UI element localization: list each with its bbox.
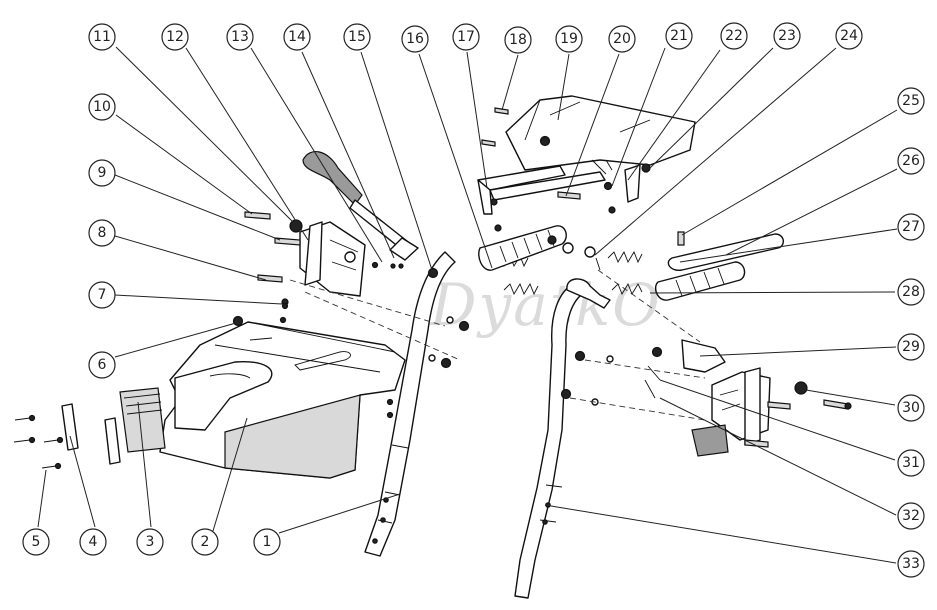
callout-21-label: 21 xyxy=(670,28,688,44)
part-grips xyxy=(478,225,746,309)
callout-27: 27 xyxy=(897,213,925,241)
callout-12-label: 12 xyxy=(166,29,184,45)
callout-24-label: 24 xyxy=(840,28,858,44)
callout-29-label: 29 xyxy=(902,339,920,355)
callout-21: 21 xyxy=(665,22,693,50)
callout-8: 8 xyxy=(88,219,116,247)
parts-layer xyxy=(13,95,852,599)
callout-13-label: 13 xyxy=(231,29,249,45)
callout-20: 20 xyxy=(608,25,636,53)
callout-10-label: 10 xyxy=(93,99,111,115)
callout-27-label: 27 xyxy=(902,219,920,235)
callout-20-label: 20 xyxy=(613,31,631,47)
callout-7-label: 7 xyxy=(98,287,107,303)
callout-12: 12 xyxy=(161,23,189,51)
callout-2: 2 xyxy=(191,528,219,556)
callout-5-label: 5 xyxy=(32,534,41,550)
part-chute-housing xyxy=(159,321,406,479)
callout-10: 10 xyxy=(88,93,116,121)
callout-33: 33 xyxy=(897,550,925,578)
callout-19-label: 19 xyxy=(560,31,578,47)
callout-3: 3 xyxy=(136,528,164,556)
part-control-panel xyxy=(477,95,696,271)
part-screws xyxy=(13,398,394,470)
callout-23: 23 xyxy=(773,22,801,50)
callout-17: 17 xyxy=(452,23,480,51)
callout-26: 26 xyxy=(897,147,925,175)
callout-18-label: 18 xyxy=(509,32,527,48)
leader-lines xyxy=(37,46,898,564)
callout-15: 15 xyxy=(343,23,371,51)
callout-25: 25 xyxy=(897,87,925,115)
callout-1: 1 xyxy=(253,528,281,556)
callout-17-label: 17 xyxy=(457,29,475,45)
callout-23-label: 23 xyxy=(778,28,796,44)
callout-11-label: 11 xyxy=(93,29,111,45)
callout-28-label: 28 xyxy=(902,284,920,300)
callout-2-label: 2 xyxy=(201,534,210,550)
callout-5: 5 xyxy=(22,528,50,556)
part-bracket-bar xyxy=(61,403,121,465)
callout-28: 28 xyxy=(897,278,925,306)
callout-32: 32 xyxy=(897,502,925,530)
callout-14: 14 xyxy=(283,23,311,51)
part-left-control-bracket xyxy=(244,211,366,310)
callout-16: 16 xyxy=(401,25,429,53)
callout-18: 18 xyxy=(504,26,532,54)
callout-4-label: 4 xyxy=(89,534,98,550)
callout-1-label: 1 xyxy=(263,534,272,550)
callout-30: 30 xyxy=(897,394,925,422)
callout-29: 29 xyxy=(897,333,925,361)
part-left-tube-nuts xyxy=(427,267,470,369)
alignment-lines xyxy=(289,269,706,421)
callout-24: 24 xyxy=(835,22,863,50)
callout-22: 22 xyxy=(720,22,748,50)
part-shift-lever xyxy=(302,151,419,269)
callout-22-label: 22 xyxy=(725,28,743,44)
callout-26-label: 26 xyxy=(902,153,920,169)
callout-19: 19 xyxy=(555,25,583,53)
callout-labels: 1 2 3 4 5 6 7 8 9 10 11 12 13 14 15 16 1… xyxy=(22,22,925,578)
callout-25-label: 25 xyxy=(902,93,920,109)
callout-16-label: 16 xyxy=(406,31,424,47)
part-chute-deflector xyxy=(119,387,166,453)
callout-13: 13 xyxy=(226,23,254,51)
callout-32-label: 32 xyxy=(902,508,920,524)
callout-3-label: 3 xyxy=(146,534,155,550)
callout-30-label: 30 xyxy=(902,400,920,416)
callout-15-label: 15 xyxy=(348,29,366,45)
callout-9-label: 9 xyxy=(98,165,107,181)
callout-4: 4 xyxy=(79,528,107,556)
part-right-bracket-assembly xyxy=(560,339,852,457)
callout-8-label: 8 xyxy=(98,225,107,241)
callout-6-label: 6 xyxy=(98,357,107,373)
callout-11: 11 xyxy=(88,23,116,51)
callout-33-label: 33 xyxy=(902,556,920,572)
callout-31: 31 xyxy=(897,449,925,477)
callout-6: 6 xyxy=(88,351,116,379)
callout-31-label: 31 xyxy=(902,455,920,471)
callout-7: 7 xyxy=(88,281,116,309)
callout-9: 9 xyxy=(88,159,116,187)
callout-14-label: 14 xyxy=(288,29,306,45)
